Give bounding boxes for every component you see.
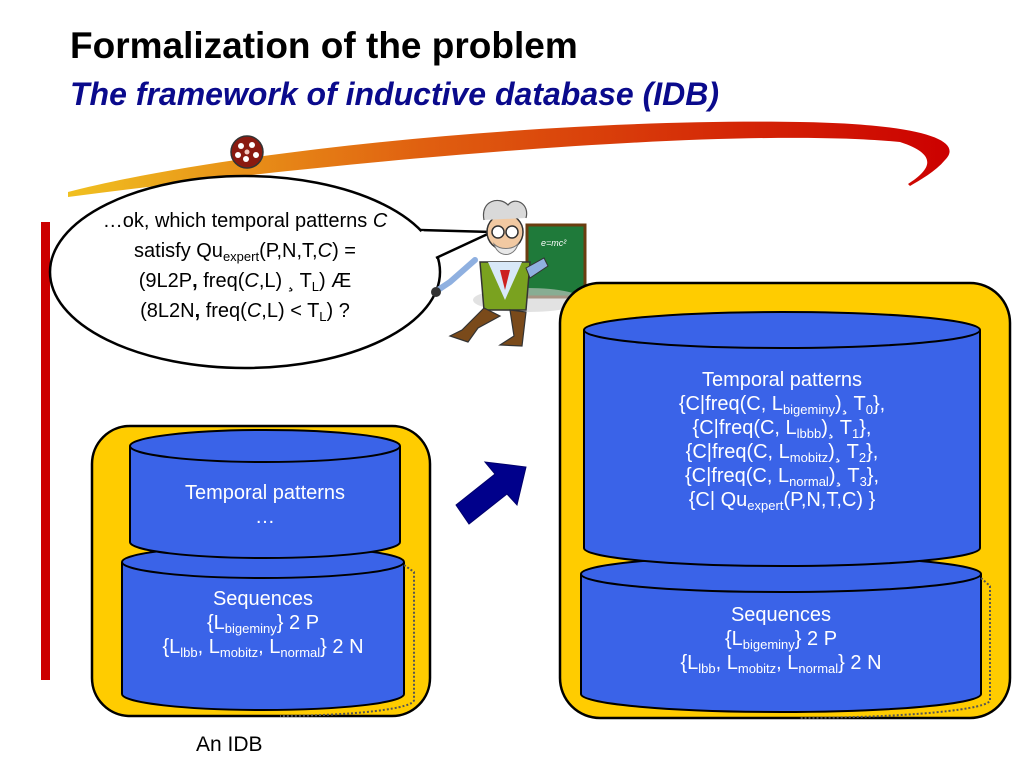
small-sequences-label: Sequences {Lbigeminy} 2 P {Llbb, Lmobitz…	[122, 587, 404, 659]
large-sequences-cylinder	[580, 555, 992, 719]
seq-sub: mobitz	[219, 645, 259, 660]
small-patterns-label: Temporal patterns …	[130, 481, 400, 529]
seq-text: , L	[258, 636, 281, 658]
bubble-text: ) =	[332, 240, 356, 262]
bubble-line-1-text: …ok, which temporal patterns	[102, 210, 368, 232]
pattern-text: )¸ T	[821, 417, 852, 439]
seq-sub: bigeminy	[742, 637, 795, 652]
pattern-sub: bigeminy	[782, 402, 835, 417]
small-patterns-title: Temporal patterns	[184, 482, 346, 504]
pattern-text: {C| Qu	[688, 489, 748, 511]
pattern-sub: mobitz	[789, 450, 829, 465]
bubble-text: ) Æ	[319, 270, 352, 292]
seq-text: {L	[680, 652, 699, 674]
pattern-text: {C|freq(C, L	[692, 417, 797, 439]
seq-sub: mobitz	[737, 661, 777, 676]
speech-bubble-shape	[48, 174, 494, 370]
bubble-text: satisfy Qu	[134, 240, 223, 262]
bubble-var-c: C	[246, 300, 262, 322]
slide-title: Formalization of the problem	[70, 25, 578, 66]
pattern-text: )¸ T	[828, 465, 860, 487]
molecule-icon	[230, 135, 264, 169]
bubble-sub: L	[311, 279, 320, 294]
pattern-sub: 3	[859, 474, 867, 489]
pattern-sub: lbbb	[796, 426, 822, 441]
pattern-sub: expert	[747, 498, 784, 513]
transition-arrow	[455, 461, 527, 525]
professor-icon	[431, 199, 587, 347]
bubble-line-3: (9L2P, freq(C,L) ¸ TL) Æ	[138, 270, 352, 294]
slide-subtitle: The framework of inductive database (IDB…	[70, 76, 720, 112]
bubble-line-4: (8L2N, freq(C,L) < TL) ?	[140, 300, 350, 324]
seq-text: , L	[776, 652, 799, 674]
pattern-sub: 2	[858, 450, 867, 465]
chalkboard	[525, 223, 587, 299]
bubble-text: (8L2N	[140, 300, 195, 322]
idb-caption: An IDB	[196, 733, 263, 756]
seq-text: } 2 N	[320, 636, 364, 658]
seq-sub: normal	[280, 645, 321, 660]
bubble-text: freq(	[200, 300, 247, 322]
pattern-text: },	[872, 393, 886, 415]
bubble-sub: expert	[222, 249, 260, 264]
bubble-text: ,L) < T	[261, 300, 320, 322]
bubble-var-c: C	[372, 210, 388, 232]
pattern-line-1: {C|freq(C, Lbigeminy)¸ T0},	[584, 392, 980, 416]
small-seq-line-1: {Lbigeminy} 2 P	[122, 611, 404, 635]
seq-text: } 2 N	[838, 652, 882, 674]
seq-sub: lbb	[180, 645, 198, 660]
small-patterns-cylinder	[129, 429, 401, 559]
pattern-text: (P,N,T,C) }	[783, 489, 876, 511]
pattern-line-2: {C|freq(C, Llbbb)¸ T1},	[584, 416, 980, 440]
large-seq-line-2: {Llbb, Lmobitz, Lnormal} 2 N	[581, 651, 981, 675]
speech-bubble-text: …ok, which temporal patterns C satisfy Q…	[48, 206, 442, 326]
pattern-text: },	[859, 417, 872, 439]
seq-text: {L	[724, 628, 743, 650]
small-seq-line-2: {Llbb, Lmobitz, Lnormal} 2 N	[122, 635, 404, 659]
bubble-line-2: satisfy Quexpert(P,N,T,C) =	[48, 236, 442, 266]
seq-text: , L	[197, 636, 220, 658]
pattern-line-4: {C|freq(C, Lnormal)¸ T3},	[584, 464, 980, 488]
pattern-text: {C|freq(C, L	[685, 441, 790, 463]
bubble-text: (9L2P	[138, 270, 193, 292]
bubble-text: (P,N,T,	[259, 240, 318, 262]
seq-sub: normal	[798, 661, 839, 676]
pattern-text: {C|freq(C, L	[678, 393, 783, 415]
seq-text: {L	[206, 612, 225, 634]
seq-text: } 2 P	[276, 612, 320, 634]
bubble-text: ,L) ¸ T	[258, 270, 312, 292]
chalkboard-text: e=mc²	[541, 238, 567, 248]
large-patterns-cylinder	[583, 311, 981, 567]
pattern-text: {C|freq(C, L	[684, 465, 790, 487]
small-sequences-title: Sequences	[212, 588, 314, 610]
pattern-sub: 0	[865, 402, 873, 417]
red-vertical-bar	[41, 222, 50, 680]
bubble-sub: L	[319, 309, 327, 324]
bubble-text: ) ?	[326, 300, 350, 322]
pattern-line-5: {C| Quexpert(P,N,T,C) }	[584, 488, 980, 512]
seq-text: } 2 P	[794, 628, 838, 650]
pattern-sub: normal	[789, 474, 829, 489]
large-patterns-label: Temporal patterns {C|freq(C, Lbigeminy)¸…	[584, 368, 980, 512]
large-patterns-title: Temporal patterns	[701, 369, 863, 391]
large-sequences-label: Sequences {Lbigeminy} 2 P {Llbb, Lmobitz…	[581, 603, 981, 675]
pattern-sub: 1	[851, 426, 860, 441]
seq-text: {L	[162, 636, 181, 658]
bubble-line-1: …ok, which temporal patterns C	[48, 206, 442, 236]
pattern-text: )¸ T	[834, 393, 866, 415]
pattern-line-3: {C|freq(C, Lmobitz)¸ T2},	[584, 440, 980, 464]
large-seq-line-1: {Lbigeminy} 2 P	[581, 627, 981, 651]
seq-sub: bigeminy	[224, 621, 277, 636]
large-sequences-title: Sequences	[730, 604, 832, 626]
pattern-text: )¸ T	[828, 441, 859, 463]
bubble-var-c: C	[317, 240, 333, 262]
pattern-text: },	[866, 441, 879, 463]
seq-text: , L	[715, 652, 738, 674]
seq-sub: lbb	[698, 661, 716, 676]
bubble-var-c: C	[244, 270, 259, 292]
pattern-text: },	[866, 465, 880, 487]
small-patterns-ellipsis: …	[255, 506, 275, 528]
bubble-text: freq(	[197, 270, 245, 292]
